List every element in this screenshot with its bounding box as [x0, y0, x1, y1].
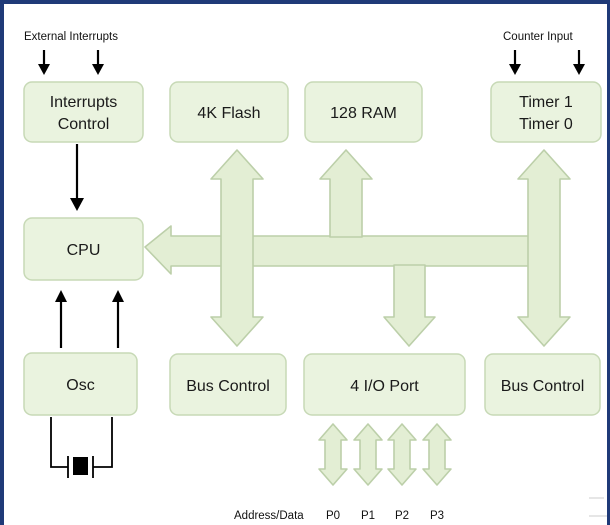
block-diagram: Interrupts Control 4K Flash 128 RAM Time…: [23, 31, 607, 522]
bus-control-left-block: Bus Control: [169, 353, 287, 416]
crystal-icon: [50, 417, 113, 478]
flash-label: 4K Flash: [197, 105, 260, 122]
port-arrow-p1: [353, 423, 383, 486]
port-arrow-p3: [422, 423, 452, 486]
bus-control-right-block: Bus Control: [484, 353, 601, 416]
interrupts-control-label-line2: Control: [58, 116, 110, 133]
ram-block: 128 RAM: [304, 81, 423, 143]
io-port-block: 4 I/O Port: [303, 353, 466, 416]
io-bus-arrow: [383, 264, 436, 347]
osc-block: Osc: [23, 352, 138, 416]
external-interrupt-arrows: [38, 50, 104, 75]
timers-block: Timer 1 Timer 0: [490, 81, 602, 143]
counter-input-arrows: [509, 50, 585, 75]
interrupts-control-block: Interrupts Control: [23, 81, 144, 143]
bus-control-left-label: Bus Control: [186, 378, 270, 395]
data-bus: [144, 149, 571, 347]
timer0-label: Timer 0: [519, 116, 573, 133]
ram-bus-arrow: [319, 149, 373, 238]
port-arrow-p2: [387, 423, 417, 486]
external-interrupts-label: External Interrupts: [24, 31, 118, 43]
port-arrows: [318, 423, 452, 486]
port-label-p2: P2: [395, 510, 409, 522]
interrupts-to-cpu-arrow: [70, 144, 84, 211]
timer-bus-arrow: [517, 149, 571, 347]
interrupts-control-label-line1: Interrupts: [50, 94, 118, 111]
osc-label: Osc: [66, 377, 94, 394]
bus-control-right-label: Bus Control: [501, 378, 585, 395]
timer1-label: Timer 1: [519, 94, 573, 111]
port-label-p3: P3: [430, 510, 444, 522]
osc-to-cpu-arrows: [55, 290, 124, 348]
ram-label: 128 RAM: [330, 105, 397, 122]
counter-input-label: Counter Input: [503, 31, 573, 43]
flash-block: 4K Flash: [169, 81, 289, 143]
port-label-p0: P0: [326, 510, 340, 522]
scan-marks: [589, 497, 607, 517]
cpu-label: CPU: [67, 242, 101, 259]
port-arrow-p0: [318, 423, 348, 486]
io-port-label: 4 I/O Port: [350, 378, 419, 395]
port-label-p1: P1: [361, 510, 375, 522]
address-data-label: Address/Data: [234, 510, 304, 522]
cpu-block: CPU: [23, 217, 144, 281]
flash-bus-arrow: [210, 149, 264, 347]
